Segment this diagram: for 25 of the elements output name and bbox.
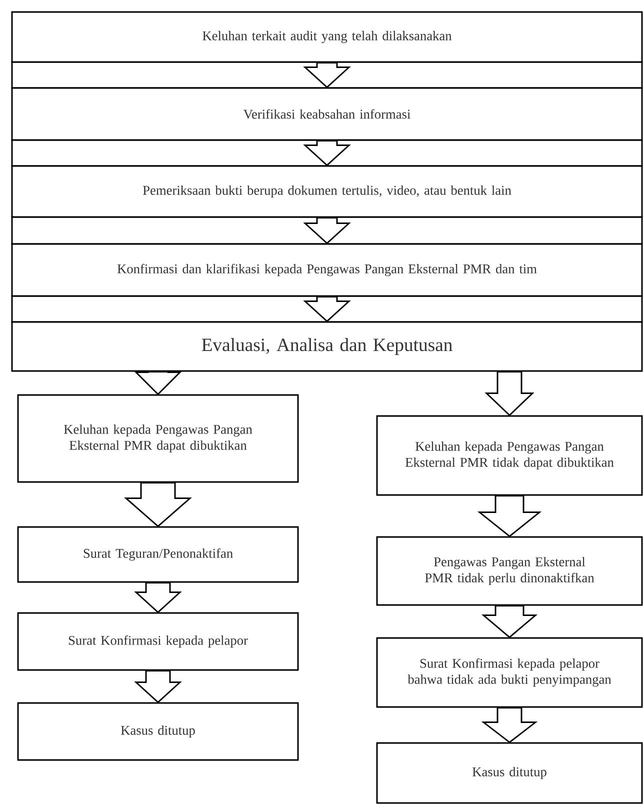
process-box: Surat Teguran/Penonaktifan [17, 526, 299, 583]
process-box: Konfirmasi dan klarifikasi kepada Pengawas Pangan Eksternal PMR dan tim [11, 243, 643, 297]
process-box: Kasus ditutup [17, 702, 299, 761]
process-box: Keluhan kepada Pengawas Pangan Eksternal PMR tidak dapat dibuktikan [376, 415, 643, 496]
block-arrow [477, 495, 542, 538]
process-box: Pemeriksaan bukti berupa dokumen tertulis, video, atau bentuk lain [11, 165, 643, 218]
block-arrow [303, 217, 351, 244]
block-arrow [134, 582, 182, 614]
process-box: Evaluasi, Analisa dan Keputusan [11, 321, 643, 372]
block-arrow [303, 140, 351, 166]
process-box: Keluhan kepada Pengawas Pangan Eksternal PMR dapat dibuktikan [17, 394, 299, 483]
process-box: Verifikasi keabsahan informasi [11, 87, 643, 141]
block-arrow [484, 371, 534, 416]
process-box: Kasus ditutup [376, 742, 643, 804]
block-arrow [134, 371, 182, 396]
block-arrow [482, 605, 538, 638]
block-arrow [124, 482, 192, 528]
block-arrow [303, 62, 351, 88]
process-box: Surat Konfirmasi kepada pelapor [17, 612, 299, 671]
process-box: Surat Konfirmasi kepada pelapor bahwa tidak ada bukti penyimpangan [376, 637, 643, 708]
process-box: Pengawas Pangan Eksternal PMR tidak perlu dinonaktifkan [376, 536, 643, 606]
block-arrow [481, 707, 538, 744]
block-arrow [303, 296, 351, 322]
block-arrow [134, 670, 182, 704]
process-box: Keluhan terkait audit yang telah dilaksanakan [11, 11, 643, 63]
